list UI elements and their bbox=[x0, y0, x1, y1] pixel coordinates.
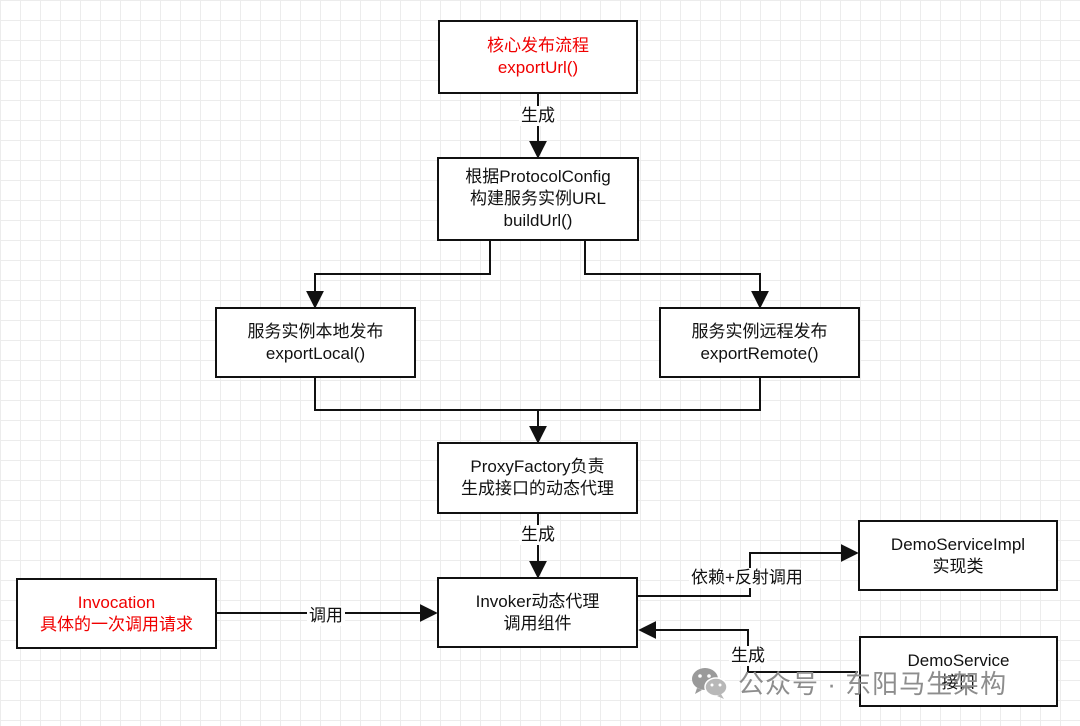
node-invocation-line2: 具体的一次调用请求 bbox=[40, 614, 193, 634]
edge-label-generate-1: 生成 bbox=[519, 106, 557, 126]
edge-buildurl-to-local bbox=[306, 240, 491, 309]
edge-label-depend-reflect: 依赖+反射调用 bbox=[689, 568, 805, 588]
node-invoker-line1: Invoker动态代理 bbox=[475, 591, 600, 611]
node-demo-service-impl-line1: DemoServiceImpl bbox=[890, 534, 1026, 554]
node-demo-service-impl: DemoServiceImpl 实现类 bbox=[858, 520, 1058, 591]
node-build-url: 根据ProtocolConfig 构建服务实例URL buildUrl() bbox=[437, 157, 639, 241]
node-export-local-line2: exportLocal() bbox=[265, 343, 366, 363]
node-demo-service-line1: DemoService bbox=[907, 650, 1010, 670]
node-invoker: Invoker动态代理 调用组件 bbox=[437, 577, 638, 648]
node-build-url-line3: buildUrl() bbox=[503, 211, 573, 230]
node-export-url-line1: 核心发布流程 bbox=[487, 36, 589, 55]
watermark: 公众号 · 东阳马生架构 bbox=[690, 664, 1007, 701]
node-export-url-line2: exportUrl() bbox=[497, 58, 579, 77]
node-export-remote: 服务实例远程发布 exportRemote() bbox=[659, 307, 860, 378]
node-build-url-line1: 根据ProtocolConfig bbox=[465, 167, 611, 186]
node-invoker-line2: 调用组件 bbox=[503, 613, 572, 633]
node-invocation-line1: Invocation bbox=[77, 592, 156, 612]
node-export-url: 核心发布流程 exportUrl() bbox=[438, 20, 638, 94]
node-demo-service-line2: 接口 bbox=[941, 672, 976, 692]
edge-label-generate-2: 生成 bbox=[519, 525, 557, 545]
node-export-remote-line2: exportRemote() bbox=[700, 343, 819, 363]
edge-local-to-merge bbox=[314, 377, 761, 411]
edge-label-generate-3: 生成 bbox=[729, 646, 767, 666]
node-proxy-factory: ProxyFactory负责 生成接口的动态代理 bbox=[437, 442, 638, 514]
wechat-icon bbox=[692, 667, 728, 699]
node-export-local-line1: 服务实例本地发布 bbox=[247, 321, 384, 341]
node-export-remote-line1: 服务实例远程发布 bbox=[691, 321, 828, 341]
node-export-local: 服务实例本地发布 exportLocal() bbox=[215, 307, 416, 378]
node-proxy-factory-line1: ProxyFactory负责 bbox=[470, 457, 605, 476]
node-demo-service: DemoService 接口 bbox=[859, 636, 1058, 707]
node-invocation: Invocation 具体的一次调用请求 bbox=[16, 578, 217, 649]
watermark-text: 公众号 · 东阳马生架构 bbox=[738, 669, 1008, 699]
edge-label-call: 调用 bbox=[307, 606, 345, 626]
node-build-url-line2: 构建服务实例URL bbox=[469, 189, 606, 208]
edge-buildurl-to-remote bbox=[584, 240, 769, 309]
node-proxy-factory-line2: 生成接口的动态代理 bbox=[461, 479, 614, 498]
node-demo-service-impl-line2: 实现类 bbox=[932, 556, 984, 576]
